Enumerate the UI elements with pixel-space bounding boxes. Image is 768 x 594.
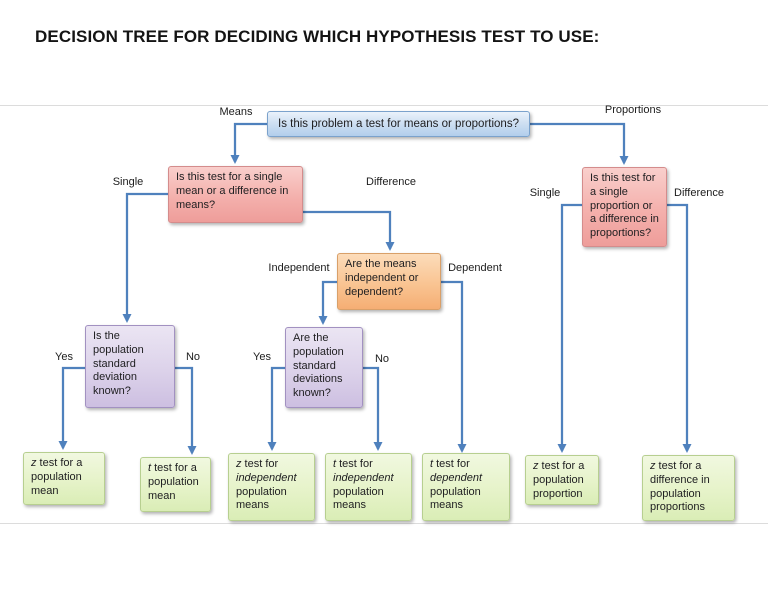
edge-label-means: Means — [219, 106, 253, 118]
edge-label-proportions: Proportions — [604, 104, 662, 116]
connector-means — [230, 122, 267, 164]
edge-label-no-sd2: No — [374, 353, 390, 365]
connector-single-mean — [122, 192, 168, 323]
result-t-test-dependent-means: t test for dependent population means — [422, 453, 510, 521]
divider-bottom — [0, 523, 768, 524]
node-root-question: Is this problem a test for means or prop… — [267, 111, 530, 137]
result-t-test-independent-means: t test for independent population means — [325, 453, 412, 521]
edge-label-single-mean: Single — [112, 176, 144, 188]
node-dependence-question: Are the means independent or dependent? — [337, 253, 441, 310]
result-t-test-population-mean: t test for a population mean — [140, 457, 211, 512]
node-sds-known-question: Are the population standard deviations k… — [285, 327, 363, 408]
connector-single-prop — [557, 203, 582, 453]
connector-yes-sd2 — [267, 366, 285, 451]
divider-top — [0, 105, 768, 106]
result-z-test-population-mean: z test for a population mean — [23, 452, 105, 505]
edge-label-no-sd1: No — [185, 351, 201, 363]
node-sd-known-question: Is the population standard deviation kno… — [85, 325, 175, 408]
edge-label-difference-mean: Difference — [366, 176, 416, 188]
result-z-test-population-proportion: z test for a population proportion — [525, 455, 599, 505]
node-proportion-question: Is this test for a single proportion or … — [582, 167, 667, 247]
edge-label-dependent: Dependent — [448, 262, 502, 274]
node-mean-question: Is this test for a single mean or a diff… — [168, 166, 303, 223]
connector-independent — [318, 280, 337, 325]
connector-no-sd2 — [363, 366, 383, 451]
edge-label-single-prop: Single — [529, 187, 561, 199]
edge-label-difference-prop: Difference — [674, 187, 724, 199]
edge-label-yes-sd2: Yes — [253, 351, 271, 363]
connector-difference-mean — [303, 210, 395, 251]
connector-yes-sd1 — [58, 366, 85, 450]
result-z-test-independent-means: z test for independent population means — [228, 453, 315, 521]
connector-no-sd1 — [175, 366, 197, 455]
connector-dependent — [441, 280, 467, 453]
page-title: DECISION TREE FOR DECIDING WHICH HYPOTHE… — [35, 27, 600, 46]
result-z-test-difference-proportions: z test for a difference in population pr… — [642, 455, 735, 521]
connector-difference-prop — [667, 203, 692, 453]
connector-proportions — [530, 122, 629, 165]
edge-label-independent: Independent — [268, 262, 330, 274]
edge-label-yes-sd1: Yes — [55, 351, 73, 363]
